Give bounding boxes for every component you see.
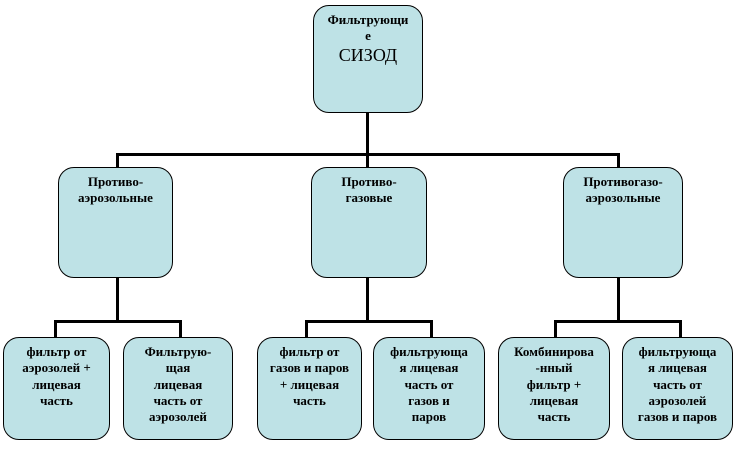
connector-drop-gasaerosol [617, 153, 620, 168]
connector-gas-bar [305, 320, 433, 323]
node-label: Фильтрую- щая лицевая часть от аэрозолей [144, 344, 212, 424]
connector-drop-gasaerosol-facepiece [679, 320, 682, 338]
connector-drop-gas-facepiece [430, 320, 433, 338]
node-label: фильтр от аэрозолей + лицевая часть [22, 344, 91, 408]
node-anti-aerosol: Противо- аэрозольные [58, 167, 173, 278]
node-filtering-facepiece-aerosols: Фильтрую- щая лицевая часть от аэрозолей [123, 337, 233, 440]
connector-drop-combined-filter [554, 320, 557, 338]
node-label: Комбинирова -нный фильтр + лицевая часть [514, 344, 594, 424]
node-gas-vapor-filter-facepiece: фильтр от газов и паров + лицевая часть [257, 337, 362, 440]
connector-aerosol-bar [54, 320, 182, 323]
node-label: фильтрующа я лицевая часть от аэрозолей … [637, 344, 718, 424]
node-label: Противо- газовые [341, 174, 397, 206]
node-label: фильтрующа я лицевая часть от газов и па… [390, 344, 468, 424]
connector-drop-aerosol [116, 153, 119, 168]
connector-drop-aerosol-facepiece [179, 320, 182, 338]
node-combined-filter-facepiece: Комбинирова -нный фильтр + лицевая часть [498, 337, 610, 440]
node-filtering-facepiece-gases-vapors: фильтрующа я лицевая часть от газов и па… [373, 337, 485, 440]
node-filtering-sizod: Фильтрующи е СИЗОД [313, 5, 423, 113]
connector-drop-gas [366, 153, 369, 168]
connector-gas-stem [366, 277, 369, 323]
connector-gasaerosol-bar [554, 320, 682, 323]
connector-aerosol-stem [116, 277, 119, 323]
node-title: Фильтрующи е [327, 12, 409, 44]
node-anti-gas-aerosol: Противогазо- аэрозольные [563, 167, 683, 278]
node-label: Противо- аэрозольные [78, 174, 153, 206]
node-subtitle: СИЗОД [338, 44, 398, 65]
connector-root-stem [366, 112, 369, 156]
connector-drop-aerosol-filter [54, 320, 57, 338]
node-label: Противогазо- аэрозольные [583, 174, 663, 206]
node-label: фильтр от газов и паров + лицевая часть [269, 344, 350, 408]
connector-gasaerosol-stem [617, 277, 620, 323]
node-anti-gas: Противо- газовые [311, 167, 427, 278]
node-aerosol-filter-facepiece: фильтр от аэрозолей + лицевая часть [3, 337, 110, 440]
connector-drop-gas-filter [305, 320, 308, 338]
node-filtering-facepiece-aerosols-gases-vapors: фильтрующа я лицевая часть от аэрозолей … [622, 337, 733, 440]
